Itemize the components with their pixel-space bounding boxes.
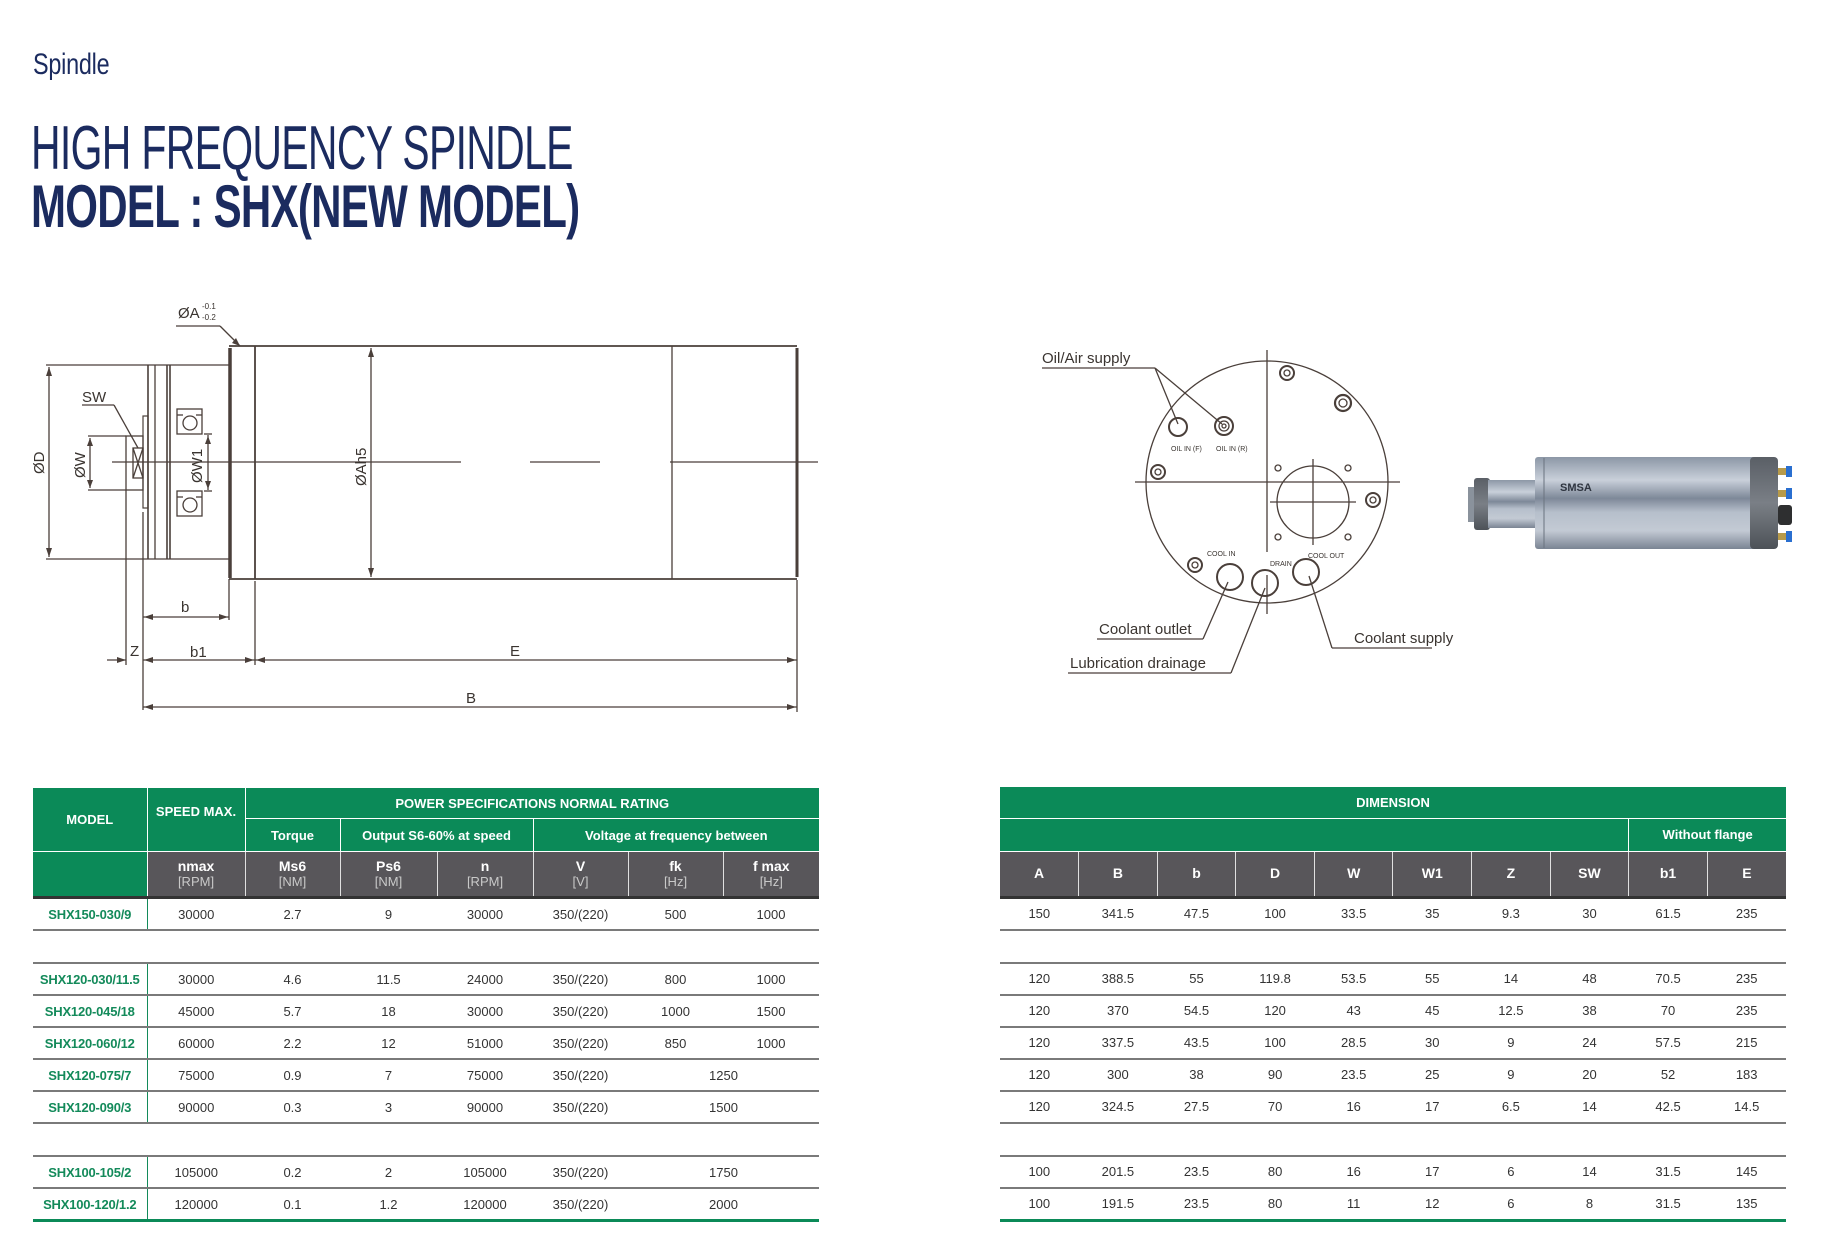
col-b1: b1 (1628, 851, 1708, 899)
col-a: A (1000, 851, 1080, 899)
dimension-table: DIMENSION Without flange A B b D W W1 Z … (1000, 787, 1787, 1222)
header-power-group: POWER SPECIFICATIONS NORMAL RATING (244, 787, 820, 819)
label-sw: SW (82, 389, 107, 406)
col-b: B (1078, 851, 1158, 899)
svg-text:-0.1: -0.1 (202, 302, 216, 311)
port-oil-in-r: OIL IN (R) (1216, 446, 1248, 453)
port-oil-in-f: OIL IN (F) (1171, 446, 1202, 453)
header-without-flange: Without flange (1628, 818, 1787, 852)
callout-oil-air-supply: Oil/Air supply (1042, 350, 1131, 367)
col-ms6: Ms6[NM] (244, 851, 341, 899)
port-cool-in: COOL IN (1207, 551, 1236, 558)
label-z: Z (130, 643, 139, 660)
brand-mark: SMSA (1560, 482, 1592, 494)
side-view-drawing: ØA -0.1 -0.2 SW ØD ØW ØW1 ØAh5 b Z b1 E … (31, 302, 818, 712)
col-nmax: nmax[RPM] (146, 851, 246, 899)
port-cool-out: COOL OUT (1308, 553, 1345, 560)
label-big-b: B (466, 690, 476, 707)
label-b: b (181, 599, 189, 616)
col-w: W (1313, 851, 1394, 899)
label-dia-d: ØD (31, 451, 48, 474)
col-z: Z (1471, 851, 1551, 899)
header-voltage: Voltage at frequency between (532, 818, 820, 852)
col-e: E (1706, 851, 1787, 899)
col-v: V[V] (532, 851, 629, 899)
label-dia-ah5: ØAh5 (353, 448, 370, 486)
col-d: D (1235, 851, 1315, 899)
label-dia-a: ØA (178, 305, 200, 322)
header-speed-max: SPEED MAX. (146, 787, 246, 852)
label-dia-w: ØW (72, 451, 89, 478)
header-dimension: DIMENSION (1000, 787, 1787, 819)
label-b1: b1 (190, 644, 207, 661)
col-b-small: b (1156, 851, 1237, 899)
col-n: n[RPM] (436, 851, 534, 899)
callout-coolant-outlet: Coolant outlet (1099, 621, 1192, 638)
product-photo: SMSA (1460, 435, 1795, 565)
port-drain: DRAIN (1270, 561, 1292, 568)
svg-text:-0.2: -0.2 (202, 313, 216, 322)
page-title: HIGH FREQUENCY SPINDLE (31, 114, 573, 183)
col-sw: SW (1549, 851, 1630, 899)
col-ps6: Ps6[NM] (339, 851, 438, 899)
section-label: Spindle (33, 48, 110, 81)
col-fmax: f max[Hz] (722, 851, 820, 899)
model-title: MODEL : SHX(NEW MODEL) (31, 173, 580, 240)
callout-coolant-supply: Coolant supply (1354, 630, 1454, 647)
col-fk: fk[Hz] (627, 851, 724, 899)
col-w1: W1 (1392, 851, 1473, 899)
label-dia-w1: ØW1 (189, 449, 206, 483)
rear-view-drawing: Oil/Air supply Coolant outlet Lubricatio… (1042, 350, 1454, 674)
header-torque: Torque (244, 818, 341, 852)
header-output: Output S6-60% at speed (339, 818, 534, 852)
power-spec-table: MODEL SPEED MAX. POWER SPECIFICATIONS NO… (33, 787, 820, 1222)
label-e: E (510, 643, 520, 660)
callout-lubrication-drainage: Lubrication drainage (1070, 655, 1206, 672)
header-model: MODEL (33, 787, 148, 852)
